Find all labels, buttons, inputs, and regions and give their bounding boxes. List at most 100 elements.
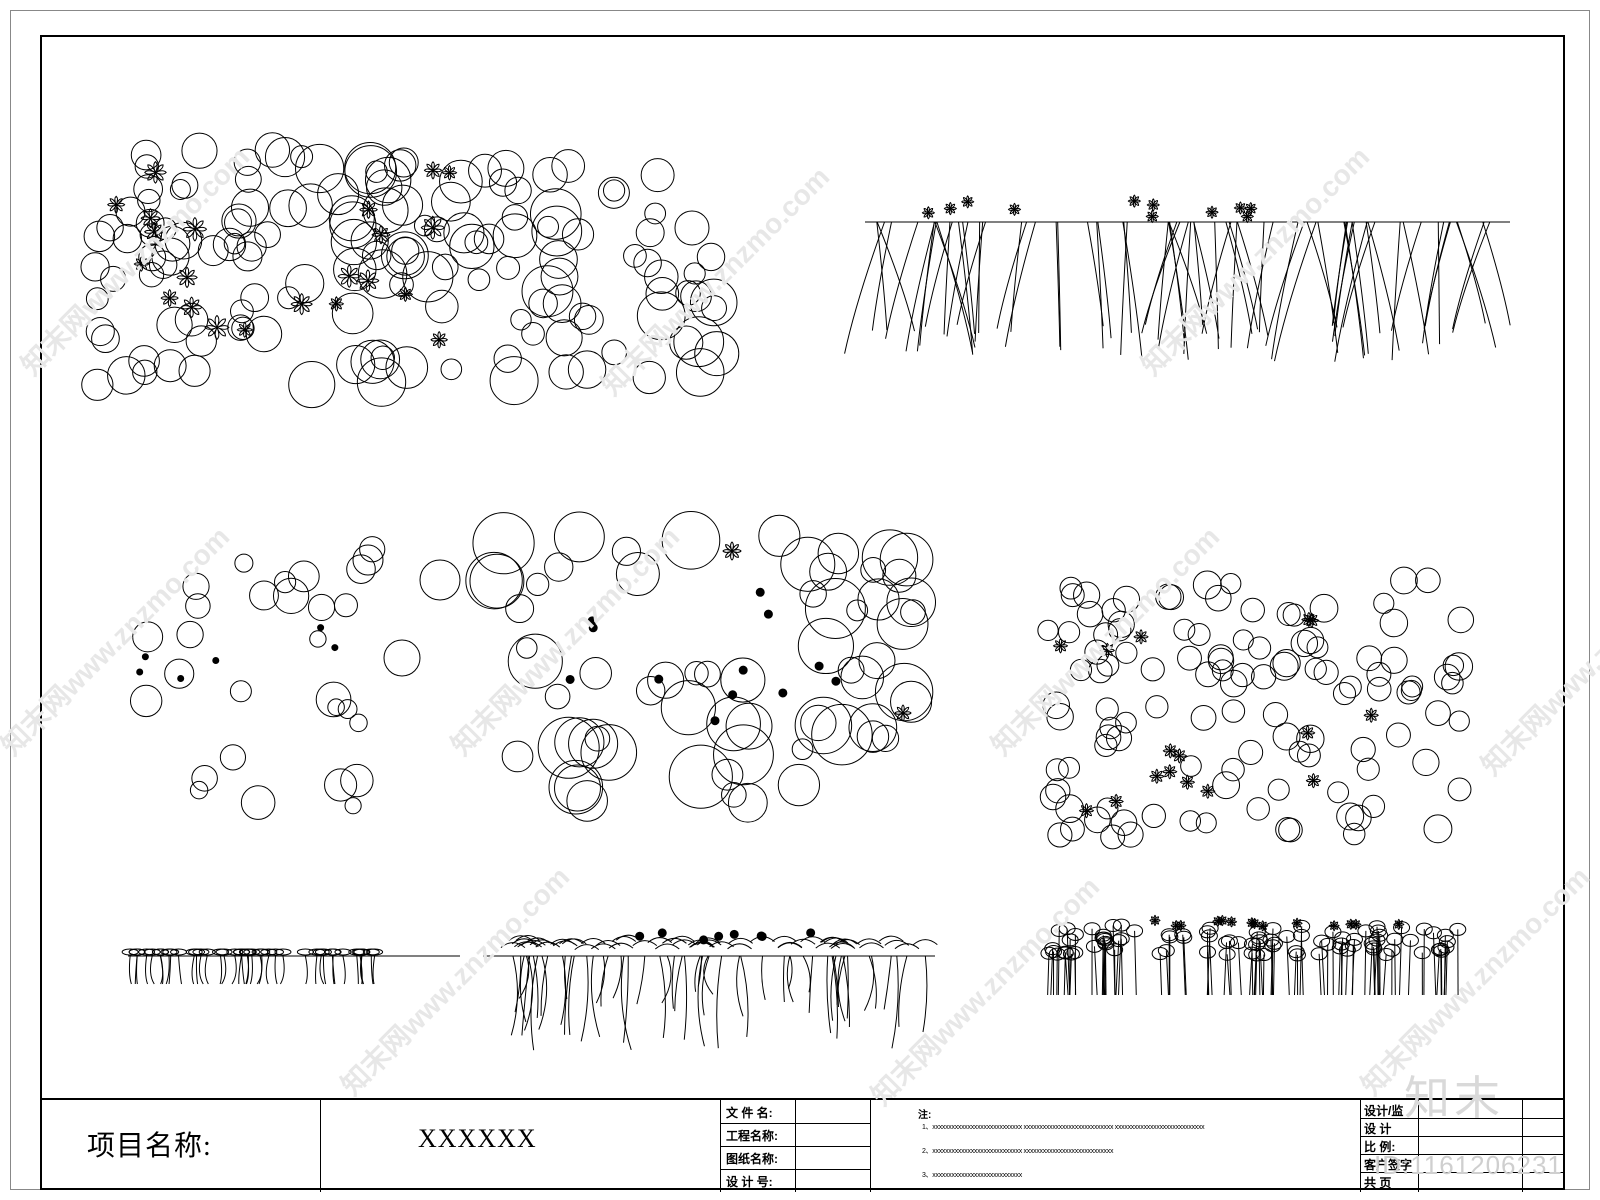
title-block: 项目名称: XXXXXX 文 件 名: 工程名称: 图纸名称: 设 计 号: 注… <box>40 1098 1565 1192</box>
notes-header: 注: <box>918 1110 932 1121</box>
leaf-circle <box>1248 636 1272 660</box>
root-stem <box>1390 221 1422 331</box>
leaf-circle <box>539 240 578 279</box>
plant-stem <box>1103 943 1107 996</box>
upright-leaf <box>1151 947 1169 961</box>
leaf-circle <box>249 580 279 611</box>
leaf-circle <box>1373 592 1395 614</box>
leaf-circle <box>469 553 525 609</box>
root-stem <box>844 221 885 354</box>
leaf-circle <box>1190 704 1217 731</box>
leaf-profile <box>696 939 722 946</box>
floating-leaf <box>121 948 139 956</box>
floating-leaf <box>239 948 257 956</box>
leaf-circle <box>91 324 120 354</box>
plant-stem <box>1382 954 1387 996</box>
plant-stem <box>1407 940 1411 996</box>
upright-leaf <box>1386 932 1404 946</box>
root-stem <box>1055 221 1061 347</box>
floating-leaf <box>162 948 180 956</box>
leaf-circle <box>1246 797 1270 821</box>
leaf-circle <box>1039 783 1067 811</box>
root-stem <box>623 955 629 1043</box>
plant-stem <box>1377 930 1380 996</box>
lotus-flower-icon <box>1108 793 1124 810</box>
leaf-circle <box>501 740 534 773</box>
leaf-circle <box>240 785 276 820</box>
leaf-circle <box>1240 597 1265 623</box>
leaf-circle <box>264 136 306 178</box>
root-stem <box>837 955 846 1022</box>
leaf-circle <box>181 132 218 169</box>
leaf-circle <box>1140 657 1165 682</box>
leaf-circle <box>694 660 721 688</box>
leaf-circle <box>537 215 560 238</box>
leaf-circle <box>857 578 900 621</box>
root-stem <box>1343 221 1366 356</box>
leaf-circle <box>554 764 601 812</box>
leaf-circle <box>544 552 574 582</box>
leaf-circle <box>295 143 345 194</box>
leaf-circle <box>554 717 605 768</box>
leaf-profile <box>590 943 616 950</box>
lotus-flower-icon <box>144 161 167 184</box>
leaf-profile <box>559 938 584 945</box>
lotus-flower-icon <box>1393 918 1405 931</box>
upright-leaf <box>1218 947 1236 961</box>
field-client-signature: 客户签字 <box>1364 1158 1413 1172</box>
lotus-flower-icon <box>1171 748 1188 764</box>
upright-leaf <box>1313 934 1331 948</box>
leaf-circle <box>1212 771 1241 800</box>
leaf-circle <box>468 153 502 188</box>
root-stem <box>808 955 814 1013</box>
root-stem <box>1183 221 1192 354</box>
leaf-circle <box>1115 641 1138 664</box>
leaf-circle <box>360 339 401 380</box>
upright-leaf <box>1126 924 1144 938</box>
upright-leaf <box>1040 946 1058 960</box>
root-stem <box>514 955 522 1013</box>
leaf-circle <box>860 556 887 583</box>
upright-leaf <box>1338 943 1356 957</box>
leaf-circle <box>1107 610 1135 638</box>
root-stem <box>883 955 892 1010</box>
leaf-circle <box>720 657 766 703</box>
leaf-circle <box>383 639 421 677</box>
seed-pod-icon <box>177 675 185 683</box>
plant-stem <box>1373 949 1376 996</box>
leaf-circle <box>1267 778 1290 801</box>
leaf-circle <box>330 218 378 266</box>
leaf-circle <box>561 218 595 251</box>
root-stem <box>740 955 749 1038</box>
leaf-circle <box>288 361 336 409</box>
leaf-circle <box>1060 583 1085 608</box>
leaf-circle <box>553 511 605 563</box>
floating-leaf <box>143 948 161 956</box>
lotus-flower-icon <box>1162 743 1178 759</box>
leaf-profile <box>859 942 884 949</box>
divider <box>1360 1154 1565 1155</box>
leaf-profile <box>517 941 542 948</box>
root-stem <box>1096 221 1104 349</box>
lotus-flower-icon <box>180 296 203 319</box>
upright-leaf <box>1229 936 1247 950</box>
root-stem <box>871 221 893 331</box>
plant-stem <box>1115 940 1120 996</box>
seed-pod-icon <box>778 688 788 698</box>
leaf-circle <box>288 183 333 228</box>
plant-stem <box>1369 943 1373 996</box>
root-stem <box>1423 221 1451 329</box>
field-scale: 比 例: <box>1364 1140 1396 1154</box>
note-line-2: 2、xxxxxxxxxxxxxxxxxxxxxxxxxxxx xxxxxxxxx… <box>922 1148 1114 1155</box>
upright-leaf <box>1415 922 1433 936</box>
leaf-circle <box>1447 777 1472 802</box>
leaf-profile <box>695 937 721 944</box>
leaf-circle <box>274 571 297 594</box>
plant-stem <box>1050 948 1054 996</box>
leaf-circle <box>153 349 187 383</box>
leaf-circle <box>489 356 539 406</box>
upright-leaf <box>1424 926 1442 940</box>
root-stem <box>191 955 195 985</box>
root-stem <box>1452 221 1491 333</box>
leaf-circle <box>882 558 917 593</box>
